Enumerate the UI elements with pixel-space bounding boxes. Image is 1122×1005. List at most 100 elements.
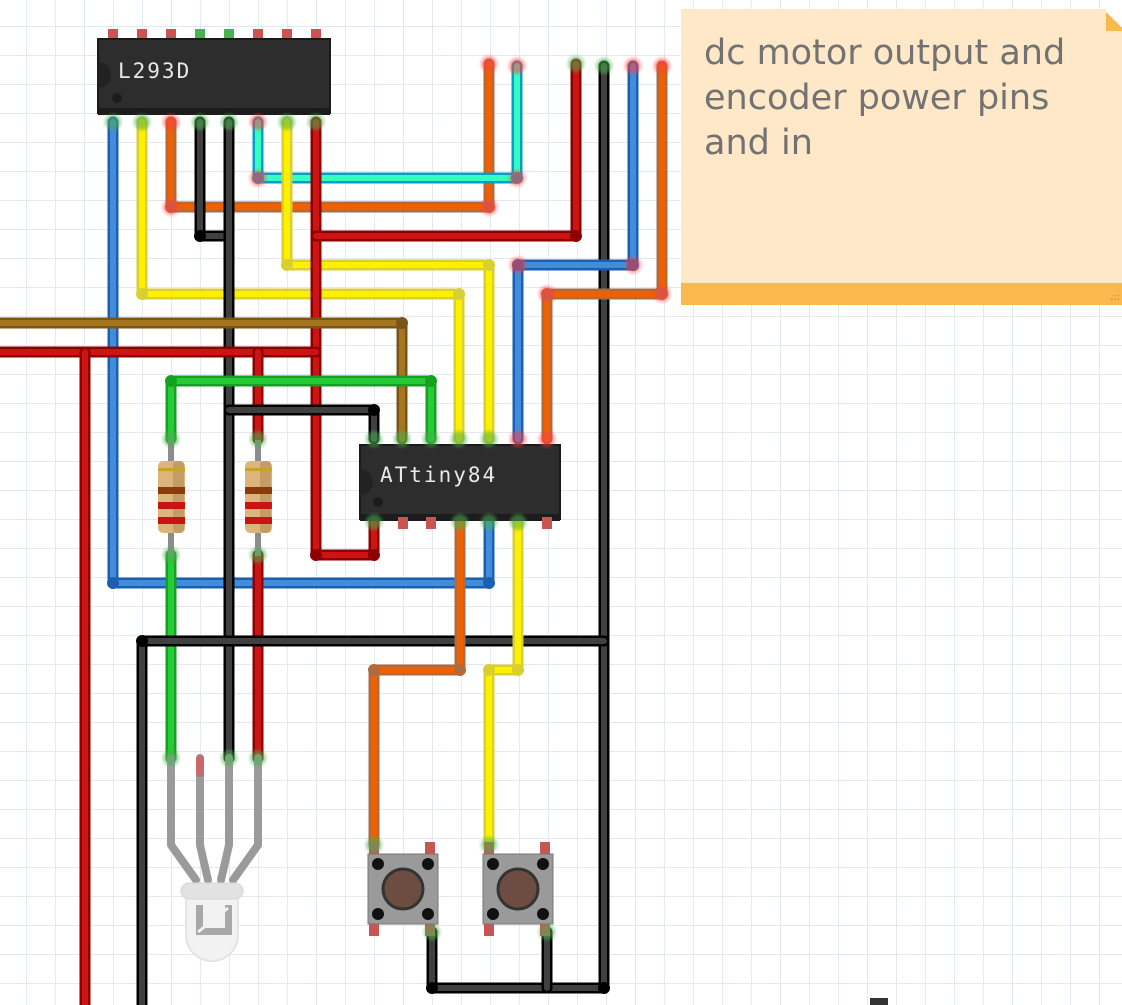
connector-endpoint[interactable]: [481, 56, 497, 72]
l293d-top-pin[interactable]: [195, 29, 205, 41]
rgb-led[interactable]: [167, 754, 262, 962]
pushbutton[interactable]: [482, 842, 554, 936]
connector-endpoint[interactable]: [163, 547, 179, 563]
wire-yellow-button2[interactable]: [483, 516, 524, 851]
attiny84-pin[interactable]: [398, 517, 408, 529]
wire-brown-left[interactable]: [0, 317, 408, 445]
wire-bendpoint[interactable]: [194, 230, 206, 242]
connector-endpoint[interactable]: [510, 257, 526, 273]
connector-endpoint[interactable]: [481, 199, 497, 215]
wire-yellow-l293d-attiny-b[interactable]: [281, 116, 495, 445]
connector-endpoint[interactable]: [654, 58, 670, 74]
pushbutton[interactable]: [367, 842, 439, 936]
resistor[interactable]: [158, 440, 185, 556]
wire-orange-button1[interactable]: [368, 516, 466, 851]
note-resize-grip[interactable]: .::: [1110, 292, 1120, 303]
l293d-top-pin[interactable]: [253, 29, 263, 41]
connector-endpoint[interactable]: [394, 431, 410, 447]
l293d-top-pin[interactable]: [224, 29, 234, 41]
connector-endpoint[interactable]: [510, 431, 526, 447]
attiny84-chip[interactable]: ATtiny84: [359, 444, 561, 529]
resistor[interactable]: [245, 440, 272, 556]
connector-endpoint[interactable]: [134, 114, 150, 130]
wire-bendpoint[interactable]: [512, 664, 524, 676]
connector-endpoint[interactable]: [654, 286, 670, 302]
attiny84-pin[interactable]: [426, 517, 436, 529]
connector-endpoint[interactable]: [451, 431, 467, 447]
wire-bendpoint[interactable]: [453, 288, 465, 300]
wire-red-header[interactable]: [310, 58, 582, 242]
connector-endpoint[interactable]: [424, 924, 440, 940]
wire-bendpoint[interactable]: [483, 664, 495, 676]
connector-endpoint[interactable]: [250, 431, 266, 447]
l293d-top-pin[interactable]: [137, 29, 147, 41]
wire-black-header-gnd[interactable]: [426, 60, 610, 994]
connector-endpoint[interactable]: [509, 58, 525, 74]
button-cap[interactable]: [496, 867, 540, 911]
connector-endpoint[interactable]: [366, 431, 382, 447]
connector-endpoint[interactable]: [221, 114, 237, 130]
wire-bendpoint[interactable]: [281, 259, 293, 271]
wire-bendpoint[interactable]: [483, 259, 495, 271]
wire-bendpoint[interactable]: [136, 635, 148, 647]
wire-bendpoint[interactable]: [454, 664, 466, 676]
note-text[interactable]: dc motor output and encoder power pins a…: [704, 33, 1066, 163]
connector-endpoint[interactable]: [163, 750, 179, 766]
connector-endpoint[interactable]: [539, 286, 555, 302]
l293d-top-pin[interactable]: [108, 29, 118, 41]
connector-endpoint[interactable]: [452, 514, 468, 530]
connector-endpoint[interactable]: [509, 170, 525, 186]
wire-bendpoint[interactable]: [368, 664, 380, 676]
connector-endpoint[interactable]: [510, 514, 526, 530]
connector-endpoint[interactable]: [250, 170, 266, 186]
wire-black-gnd-rail[interactable]: [136, 635, 610, 1005]
connector-endpoint[interactable]: [192, 114, 208, 130]
connector-endpoint[interactable]: [366, 514, 382, 530]
connector-endpoint[interactable]: [221, 750, 237, 766]
wire-bendpoint[interactable]: [165, 375, 177, 387]
l293d-top-pin[interactable]: [282, 29, 292, 41]
connector-endpoint[interactable]: [279, 114, 295, 130]
connector-endpoint[interactable]: [481, 837, 497, 853]
connector-endpoint[interactable]: [539, 431, 555, 447]
wire-black-gnd-a[interactable]: [194, 116, 235, 242]
wire-bendpoint[interactable]: [570, 230, 582, 242]
wire-black-attiny-gnd[interactable]: [223, 404, 380, 445]
connector-endpoint[interactable]: [250, 547, 266, 563]
connector-endpoint[interactable]: [481, 514, 497, 530]
connector-endpoint[interactable]: [539, 924, 555, 940]
connector-endpoint[interactable]: [308, 114, 324, 130]
l293d-top-pin[interactable]: [311, 29, 321, 41]
button-cap[interactable]: [381, 867, 425, 911]
wire-bendpoint[interactable]: [368, 549, 380, 561]
connector-endpoint[interactable]: [250, 750, 266, 766]
connector-endpoint[interactable]: [625, 58, 641, 74]
wire-bendpoint[interactable]: [107, 577, 119, 589]
connector-endpoint[interactable]: [366, 837, 382, 853]
connector-endpoint[interactable]: [481, 431, 497, 447]
connector-endpoint[interactable]: [163, 431, 179, 447]
wire-bendpoint[interactable]: [425, 375, 437, 387]
wire-bendpoint[interactable]: [136, 288, 148, 300]
wire-bendpoint[interactable]: [426, 982, 438, 994]
connector-endpoint[interactable]: [163, 114, 179, 130]
connector-endpoint[interactable]: [625, 257, 641, 273]
wire-bendpoint[interactable]: [598, 982, 610, 994]
connector-endpoint[interactable]: [105, 114, 121, 130]
wire-bendpoint[interactable]: [396, 317, 408, 329]
connector-endpoint[interactable]: [423, 431, 439, 447]
wire-green-r1-attiny[interactable]: [165, 375, 437, 445]
connector-endpoint[interactable]: [568, 56, 584, 72]
wire-red-vcc[interactable]: [310, 116, 380, 561]
connector-endpoint[interactable]: [250, 114, 266, 130]
attiny84-pin[interactable]: [542, 517, 552, 529]
wire-bendpoint[interactable]: [483, 577, 495, 589]
wire-bendpoint[interactable]: [368, 404, 380, 416]
l293d-chip[interactable]: L293D: [97, 29, 331, 115]
wire-bendpoint[interactable]: [310, 549, 322, 561]
sticky-note[interactable]: dc motor output and encoder power pins a…: [681, 9, 1122, 305]
wire-yellow-l293d-attiny-a[interactable]: [136, 116, 465, 445]
l293d-top-pin[interactable]: [166, 29, 176, 41]
connector-endpoint[interactable]: [163, 199, 179, 215]
